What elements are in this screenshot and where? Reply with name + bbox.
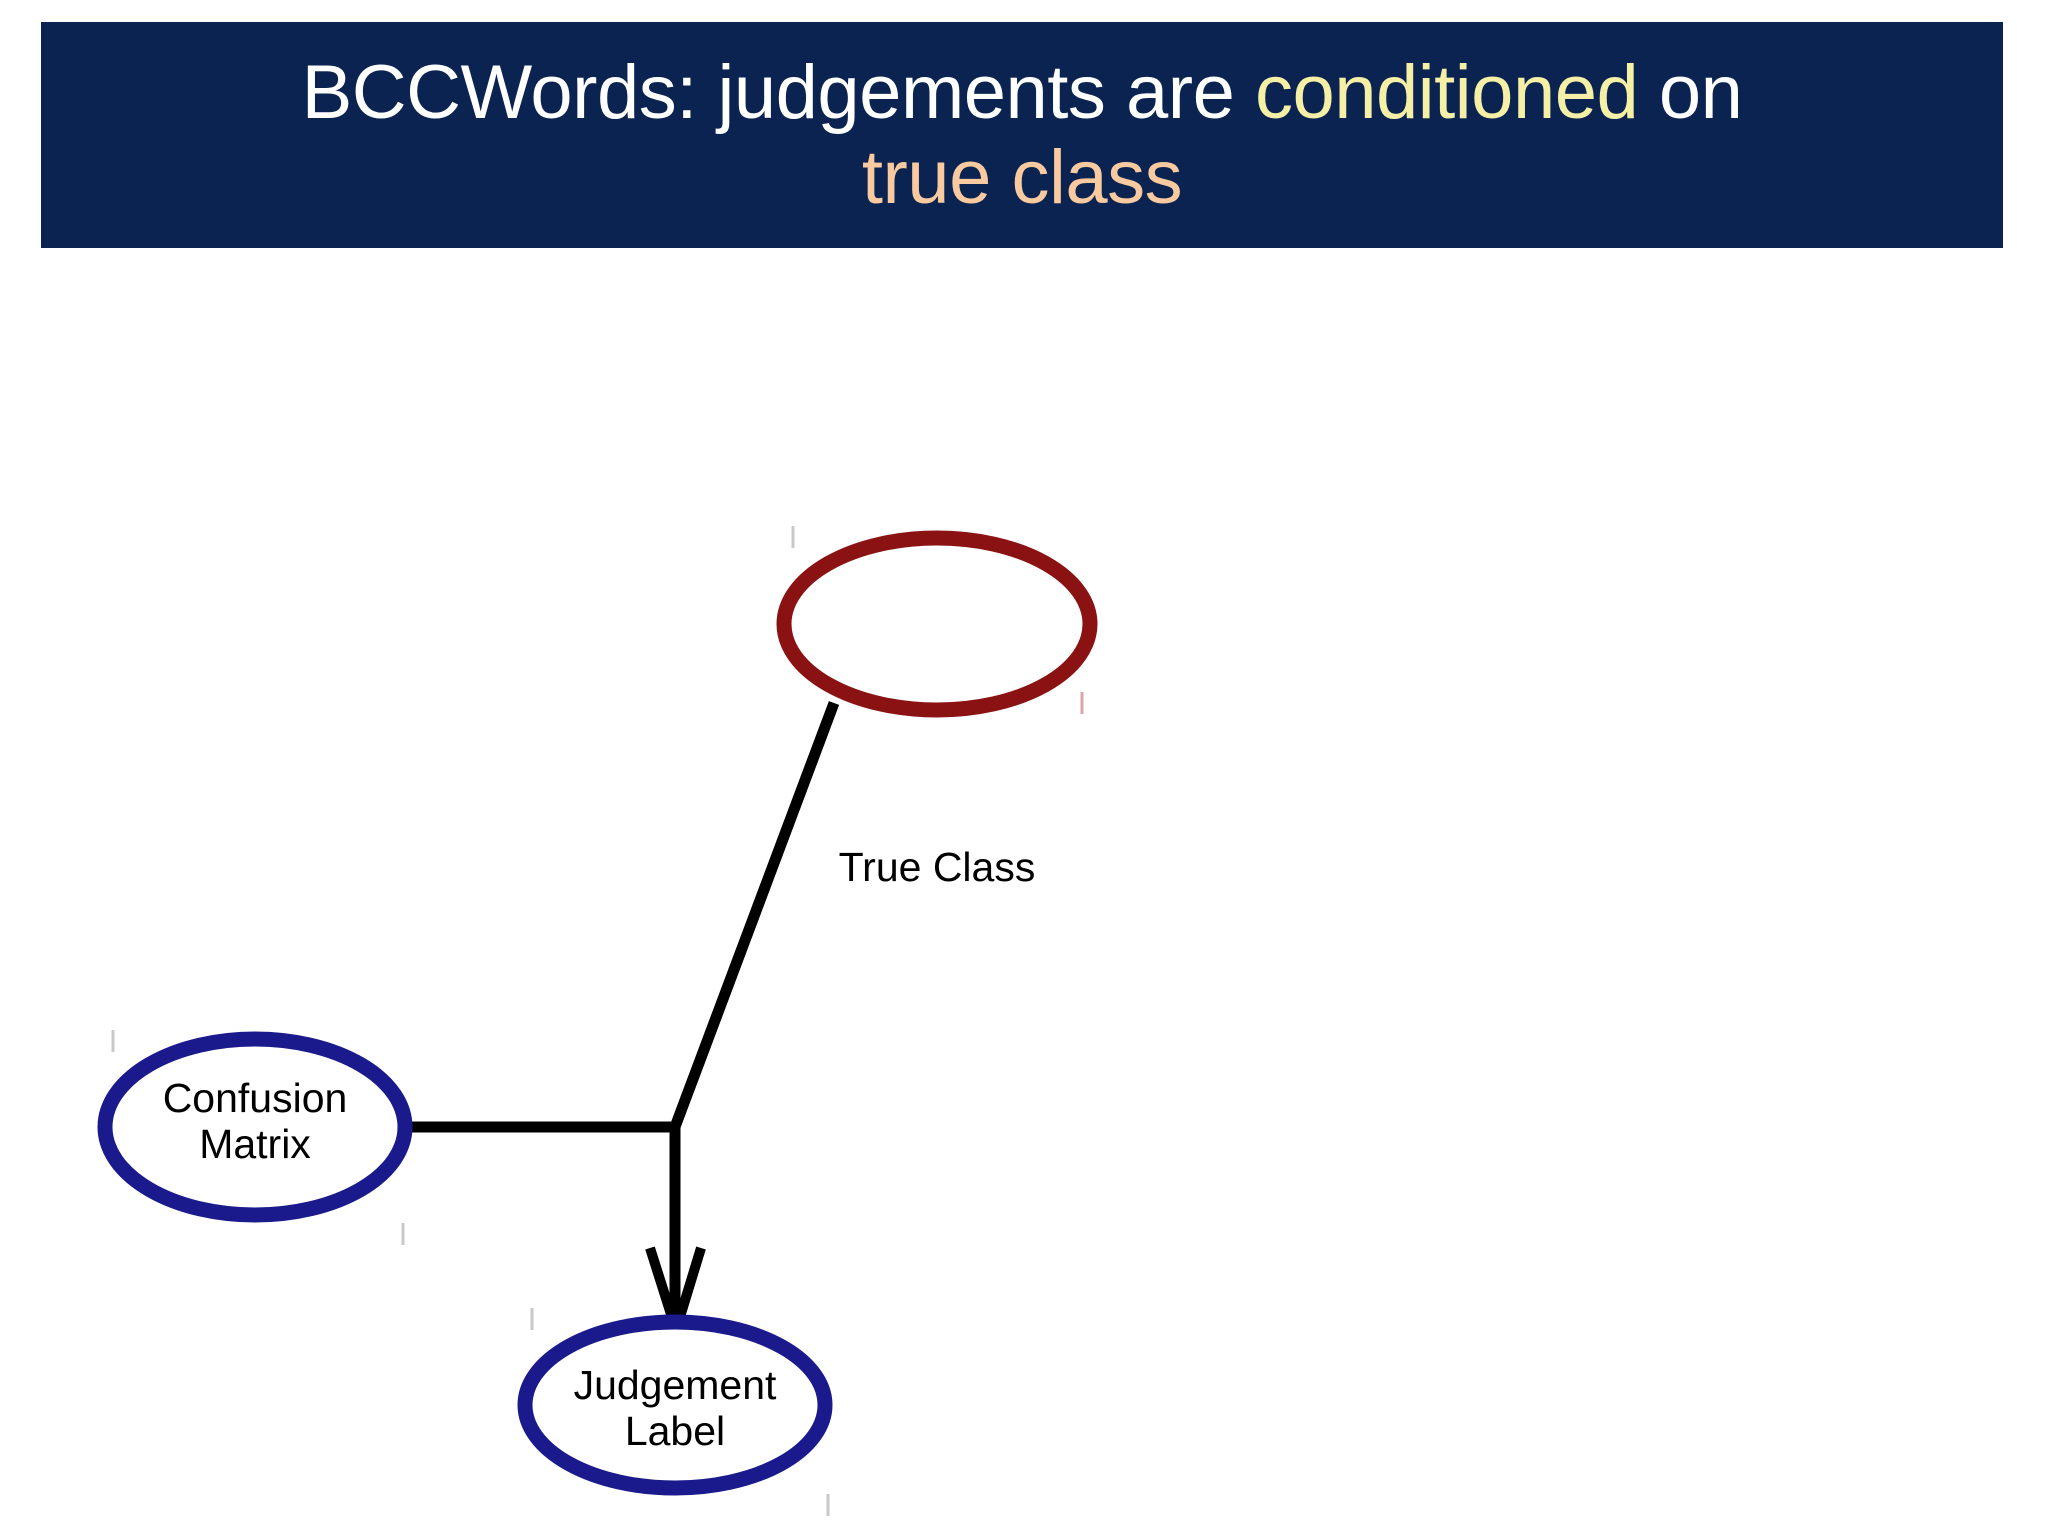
title-text-conditioned: conditioned xyxy=(1254,49,1639,135)
title-line-1: BCCWords: judgements are conditioned on xyxy=(302,50,1743,135)
node-confusion-matrix-ellipse[interactable] xyxy=(97,1031,413,1223)
diagram-svg xyxy=(97,526,1098,1516)
graphical-model-diagram: True Class Confusion Matrix Judgement La… xyxy=(0,248,2048,1535)
node-true-class-ellipse[interactable] xyxy=(776,530,1098,718)
slide-title-banner: BCCWords: judgements are conditioned on … xyxy=(41,22,2003,248)
title-text-plain-1: BCCWords: judgements are xyxy=(301,49,1255,135)
node-judgement-label-ellipse[interactable] xyxy=(517,1314,833,1496)
title-line-2: true class xyxy=(861,135,1183,220)
title-text-plain-2: on xyxy=(1638,49,1743,135)
edge-true-class-to-junction xyxy=(669,701,840,1129)
title-text-true-class: true class xyxy=(861,135,1183,220)
